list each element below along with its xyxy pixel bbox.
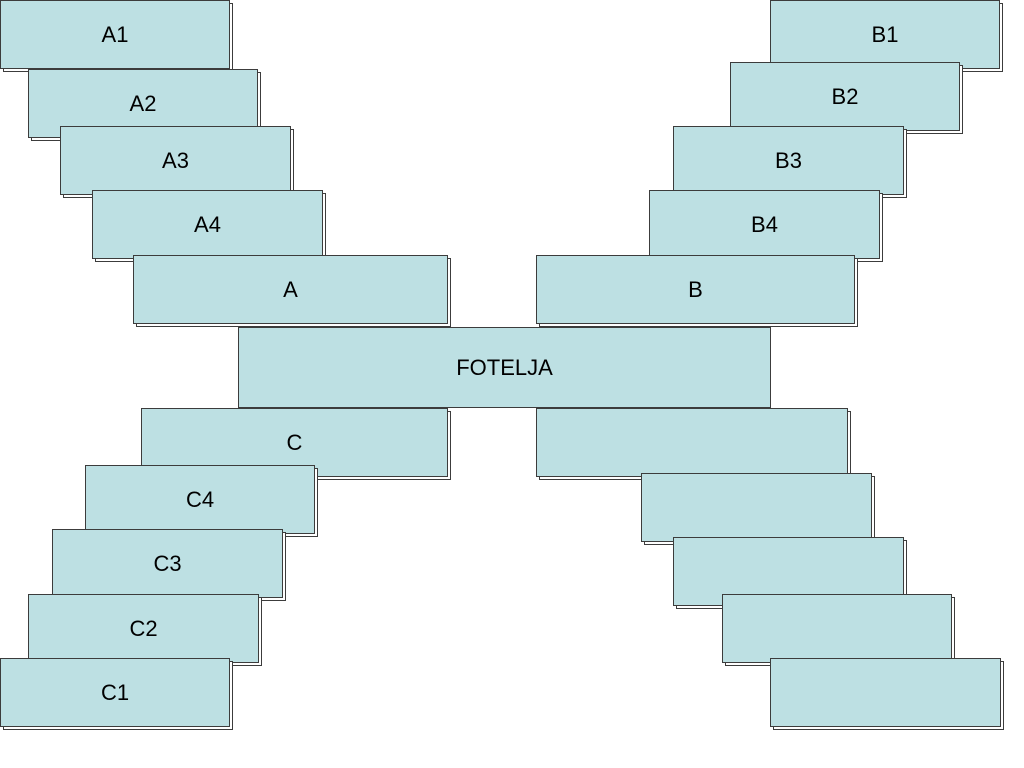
box-a: A bbox=[133, 255, 448, 324]
center-box-fotelja: FOTELJA bbox=[238, 327, 771, 408]
box-d bbox=[536, 408, 848, 477]
box-c3: C3 bbox=[52, 529, 283, 598]
box-c4: C4 bbox=[85, 465, 315, 534]
box-b4: B4 bbox=[649, 190, 880, 259]
box-c1: C1 bbox=[0, 658, 230, 727]
box-b3: B3 bbox=[673, 126, 904, 195]
box-d2 bbox=[722, 594, 952, 663]
box-b1: B1 bbox=[770, 0, 1000, 69]
box-d4 bbox=[641, 473, 872, 542]
box-a4: A4 bbox=[92, 190, 323, 259]
box-a1: A1 bbox=[0, 0, 230, 69]
box-d1 bbox=[770, 658, 1001, 727]
box-a3: A3 bbox=[60, 126, 291, 195]
box-b: B bbox=[536, 255, 855, 324]
box-b2: B2 bbox=[730, 62, 960, 131]
box-c2: C2 bbox=[28, 594, 259, 663]
